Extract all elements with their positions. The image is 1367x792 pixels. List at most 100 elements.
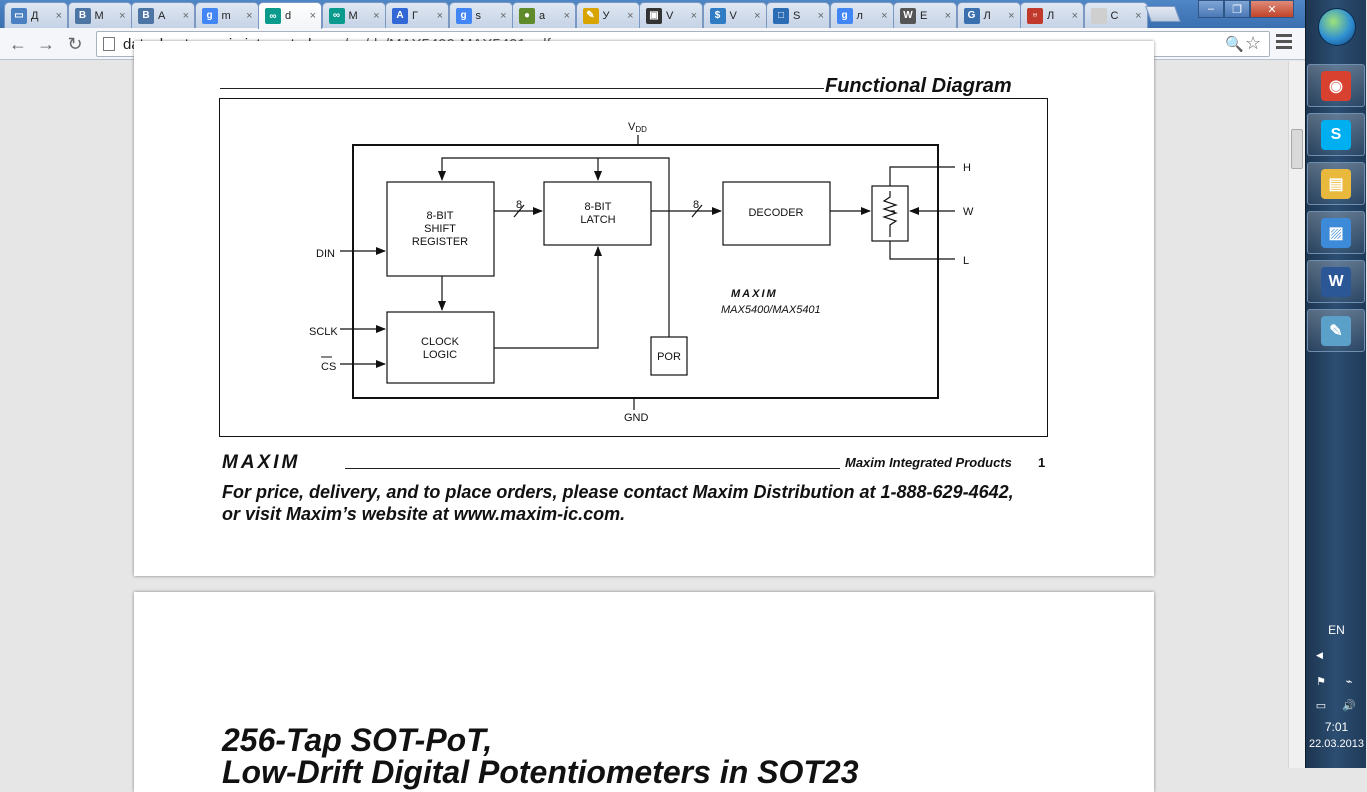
tab-close-icon[interactable]: × — [309, 10, 316, 22]
tab-close-icon[interactable]: × — [119, 9, 126, 22]
din-label: DIN — [316, 248, 335, 260]
window-controls: – ❐ ✕ — [1198, 0, 1294, 18]
diagram-svg: VDD GND 8-BIT SHIFT REGISTER 8-BIT LATCH… — [309, 121, 974, 424]
por-label: POR — [657, 351, 681, 363]
browser-tab[interactable]: ∞d× — [258, 2, 322, 29]
browser-tab[interactable]: ✎У × — [575, 2, 640, 28]
browser-tab[interactable]: ▭Д× — [4, 2, 68, 28]
close-window-button[interactable]: ✕ — [1250, 0, 1294, 18]
tab-title: С — [1110, 9, 1119, 22]
clock-date[interactable]: 22.03.2013 — [1308, 738, 1365, 750]
tab-close-icon[interactable]: × — [817, 9, 824, 22]
forward-button[interactable]: → — [34, 32, 58, 56]
tab-close-icon[interactable]: × — [246, 9, 253, 22]
sclk-label: SCLK — [309, 326, 338, 338]
tray-expand-icon[interactable]: ◀ — [1316, 650, 1323, 660]
vk-icon: B — [138, 7, 154, 24]
pencil-icon: ✎ — [582, 7, 599, 24]
clock-time[interactable]: 7:01 — [1324, 720, 1349, 734]
decoder-block — [722, 181, 831, 246]
tooth-icon: ♅ — [1027, 7, 1043, 24]
power-icon[interactable]: ⌁ — [1345, 675, 1353, 688]
tab-close-icon[interactable]: × — [436, 9, 443, 22]
maxim-logo-text: MAXIM — [222, 452, 300, 473]
taskbar-app-explorer[interactable]: ▤ — [1307, 162, 1365, 205]
footer-company: Maxim Integrated Products — [845, 455, 1012, 470]
tab-close-icon[interactable]: × — [881, 9, 888, 22]
vdd-label: VDD — [628, 121, 647, 134]
w-label: W — [963, 206, 974, 218]
tab-close-icon[interactable]: × — [500, 9, 507, 22]
dollar-icon: $ — [709, 7, 726, 24]
bookmark-star-icon[interactable]: ☆ — [1245, 33, 1262, 53]
latch-label-2: LATCH — [580, 214, 615, 226]
tab-title: V — [729, 9, 737, 22]
page2-title-line-1: 256-Tap SOT-PoT, — [222, 722, 493, 758]
tab-close-icon[interactable]: × — [1008, 9, 1015, 22]
taskbar-app-photos[interactable]: ▨ — [1307, 211, 1365, 254]
gnd-label: GND — [624, 412, 649, 424]
browser-tab[interactable]: $V × — [702, 2, 767, 28]
browser-tab[interactable]: ∞М× — [321, 2, 386, 28]
tab-close-icon[interactable]: × — [690, 9, 697, 22]
maximize-button[interactable]: ❐ — [1224, 0, 1250, 18]
vertical-scrollbar[interactable] — [1288, 61, 1305, 768]
taskbar-app-skype[interactable]: S — [1307, 113, 1365, 156]
minimize-button[interactable]: – — [1198, 0, 1224, 18]
l-label: L — [963, 255, 969, 267]
action-center-icon[interactable]: ⚑ — [1316, 675, 1326, 688]
browser-tab[interactable]: ▣V× — [639, 2, 703, 28]
menu-icon[interactable] — [1276, 34, 1292, 52]
start-button[interactable] — [1318, 8, 1356, 46]
notepad-icon: ✎ — [1321, 315, 1351, 346]
tab-close-icon[interactable]: × — [1135, 9, 1142, 22]
bus-slash-2 — [691, 204, 703, 218]
browser-tab[interactable]: ♅Л× — [1020, 2, 1084, 28]
scrollbar-thumb[interactable] — [1291, 129, 1303, 169]
tab-close-icon[interactable]: × — [627, 9, 634, 22]
taskbar-app-chrome[interactable]: ◉ — [1307, 64, 1365, 107]
tab-close-icon[interactable]: × — [563, 9, 570, 22]
tab-close-icon[interactable]: × — [182, 9, 189, 22]
network-icon[interactable]: ▭ — [1315, 699, 1327, 712]
contact-line-1: For price, delivery, and to place orders… — [222, 482, 1014, 502]
taskbar-app-word[interactable]: W — [1307, 260, 1365, 303]
tab-title: У — [602, 9, 610, 22]
page-icon — [103, 37, 115, 51]
language-indicator[interactable]: EN — [1328, 623, 1345, 637]
taskbar-app-notepad[interactable]: ✎ — [1307, 309, 1365, 352]
pdf-page-1 — [134, 41, 1154, 576]
back-button[interactable]: ← — [6, 32, 30, 56]
arrow-right-icon: → — [37, 33, 55, 54]
zoom-icon[interactable]: 🔍 — [1225, 36, 1244, 53]
browser-tab[interactable]: ●a× — [512, 2, 576, 28]
section-rule — [220, 88, 824, 89]
tab-title: Г — [412, 9, 418, 22]
film-icon: ▣ — [646, 7, 662, 24]
tab-title: Л — [983, 9, 991, 22]
tab-close-icon[interactable]: × — [55, 9, 62, 22]
tab-close-icon[interactable]: × — [373, 9, 380, 22]
browser-tab[interactable]: С× — [1083, 2, 1148, 28]
tab-close-icon[interactable]: × — [754, 9, 761, 22]
pdf-viewport[interactable] — [0, 41, 1305, 792]
footer-rule — [345, 468, 840, 469]
new-tab-button[interactable] — [1145, 6, 1181, 22]
volume-icon[interactable]: 🔊 — [1342, 699, 1356, 712]
tab-close-icon[interactable]: × — [944, 9, 951, 22]
bus-width-label-1: 8 — [516, 199, 522, 211]
clock-logic-label-2: LOGIC — [423, 349, 457, 361]
page-number: 1 — [1038, 455, 1046, 470]
reload-button[interactable]: ↻ — [63, 32, 87, 56]
tab-close-icon[interactable]: × — [1071, 9, 1078, 22]
browser-tab[interactable]: □S× — [766, 2, 830, 28]
chrome-icon: ◉ — [1321, 70, 1351, 101]
